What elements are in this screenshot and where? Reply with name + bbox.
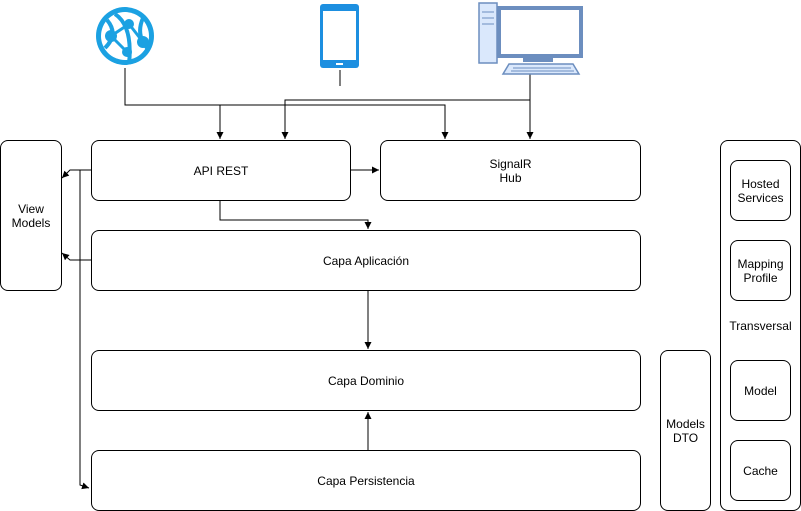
capa-persistencia-box[interactable]: Capa Persistencia [91, 450, 641, 511]
signalr-hub-box[interactable]: SignalR Hub [380, 140, 641, 201]
web-globe-icon [96, 7, 154, 65]
transversal-label: Transversal [729, 319, 792, 333]
capa-dominio-box[interactable]: Capa Dominio [91, 350, 641, 411]
cache-box[interactable]: Cache [730, 440, 791, 501]
capa-aplicacion-box[interactable]: Capa Aplicación [91, 230, 641, 291]
connector-api-to-viewmodels [61, 169, 91, 179]
connector-api-to-aplicacion [219, 200, 372, 229]
mapping-profile-box[interactable]: Mapping Profile [730, 240, 791, 301]
mobile-phone-icon [320, 4, 359, 68]
model-box[interactable]: Model [730, 360, 791, 421]
connector-aplicacion-to-viewmodels [61, 252, 91, 261]
desktop-computer-icon [478, 2, 583, 75]
connector-api-to-persistencia [79, 169, 91, 490]
models-dto-box[interactable]: Models DTO [660, 350, 711, 511]
connector-web-to-api [124, 68, 224, 139]
view-models-box[interactable]: View Models [0, 140, 62, 291]
connector-web-to-signalr [220, 104, 449, 139]
hosted-services-box[interactable]: Hosted Services [730, 160, 791, 221]
api-rest-box[interactable]: API REST [91, 140, 351, 201]
connector-desktop-to-api [281, 74, 531, 139]
